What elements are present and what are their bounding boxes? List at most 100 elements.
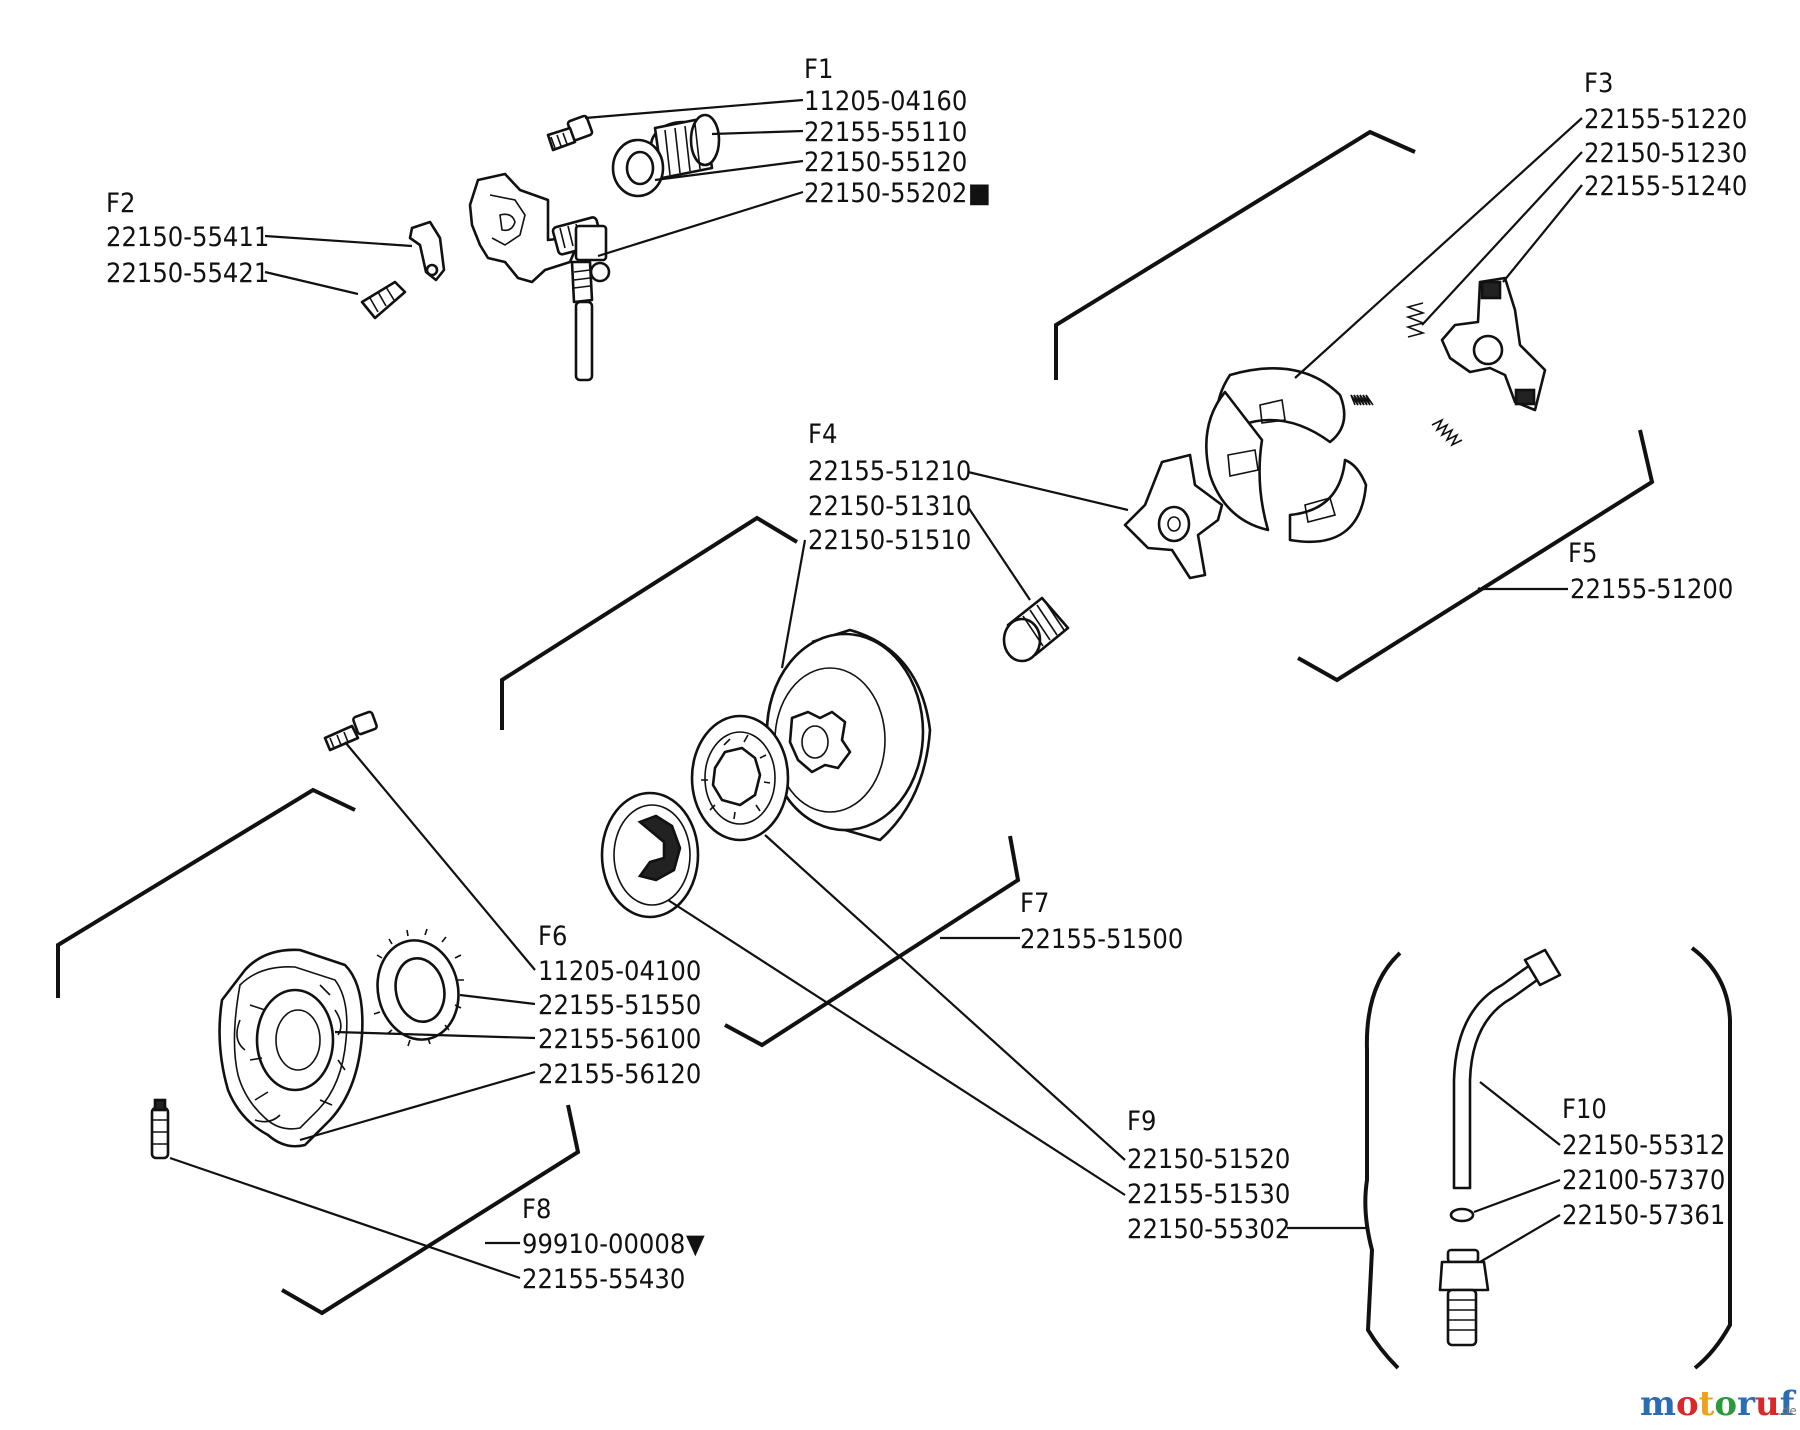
clutch-drum-drawing (765, 628, 932, 842)
leader-22155-51530 (667, 899, 1126, 1196)
part-number-22150-55312: 22150-55312 (1562, 1130, 1725, 1161)
part-number-22150-55120: 22150-55120 (804, 147, 967, 178)
part-number-22150-51230: 22150-51230 (1584, 138, 1747, 169)
bar-nut-drawing (150, 1098, 170, 1160)
leader-22155-51240 (1502, 184, 1583, 283)
watermark-letter: o (1714, 1384, 1737, 1424)
triangle-marker: ▼ (686, 1229, 705, 1260)
watermark-text: motoruf (1640, 1384, 1797, 1424)
watermark-letter: o (1676, 1384, 1699, 1424)
screw-f6-drawing (323, 710, 378, 752)
part-number-22155-51200: 22155-51200 (1570, 574, 1733, 605)
leader-11205-04160 (584, 98, 804, 120)
screw-f1-drawing (546, 114, 594, 152)
clutch-arm-drawing (1440, 276, 1547, 412)
group-label-f10: F10 (1562, 1094, 1607, 1125)
watermark-letter: f (1780, 1384, 1797, 1424)
rim-sprocket-drawing (690, 714, 790, 842)
leader-22150-51510 (780, 539, 807, 669)
part-number-22155-55110: 22155-55110 (804, 117, 967, 148)
part-number-22155-56120: 22155-56120 (538, 1059, 701, 1090)
part-number-22155-51500: 22155-51500 (1020, 924, 1183, 955)
seal-ring-drawing (611, 138, 665, 198)
leader-22155-56100 (334, 1030, 536, 1040)
part-number-22155-51220: 22155-51220 (1584, 104, 1747, 135)
leader-22155-51220 (1294, 117, 1583, 379)
watermark-letter: t (1699, 1384, 1715, 1424)
part-number-99910-00008: 99910-00008 (522, 1229, 685, 1260)
leader-22150-51230 (1421, 151, 1583, 326)
motoruf-watermark: motoruf .de (1640, 1384, 1797, 1424)
watermark-letter: r (1737, 1384, 1756, 1424)
watermark-suffix: .de (1778, 1404, 1797, 1418)
bracket-f10-right (1690, 946, 1732, 1370)
bracket-f8-top (56, 787, 356, 998)
leader-22155-55430 (169, 1156, 521, 1280)
leader-22150-55421 (264, 270, 359, 296)
sprocket-cover-drawing (218, 948, 364, 1148)
part-number-22100-57370: 22100-57370 (1562, 1165, 1725, 1196)
clutch-shoe-right-drawing (1288, 458, 1368, 544)
group-label-f8: F8 (522, 1194, 551, 1225)
part-number-22155-51210: 22155-51210 (808, 456, 971, 487)
part-number-22150-51510: 22150-51510 (808, 525, 971, 556)
leader-22155-51210 (967, 470, 1129, 512)
lever-f2-drawing (408, 220, 446, 282)
worm-gear-drawing (649, 113, 721, 180)
watermark-letter: m (1640, 1384, 1676, 1424)
part-number-11205-04100: 11205-04100 (538, 956, 701, 987)
leader-22150-55202 (597, 190, 804, 258)
oil-pump-drawing (468, 172, 611, 382)
part-number-22155-51550: 22155-51550 (538, 990, 701, 1021)
group-label-f7: F7 (1020, 888, 1049, 919)
oil-filter-drawing (1438, 1248, 1490, 1347)
leader-lines (169, 98, 1583, 1280)
part-number-22150-55202: 22150-55202 (804, 178, 967, 209)
group-label-f2: F2 (106, 188, 135, 219)
leader-22155-56120 (299, 1070, 536, 1142)
leader-22150-55411 (264, 234, 413, 248)
leader-22150-51520 (764, 834, 1126, 1161)
part-number-22155-55430: 22155-55430 (522, 1264, 685, 1295)
spring-mid-drawing (1350, 394, 1374, 406)
group-label-f5: F5 (1568, 538, 1597, 569)
watermark-letter: u (1755, 1384, 1780, 1424)
part-number-22150-55411: 22150-55411 (106, 222, 269, 253)
o-ring-drawing (1449, 1207, 1475, 1223)
part-number-22150-55302: 22150-55302 (1127, 1214, 1290, 1245)
part-drawings (150, 113, 1562, 1347)
needle-bearing-drawing (1002, 596, 1070, 663)
leader-22155-51550 (459, 993, 536, 1006)
group-label-f4: F4 (808, 419, 837, 450)
clutch-shoe-left-drawing (1205, 390, 1270, 532)
bracket-f5-bottom (1297, 429, 1655, 683)
group-label-f3: F3 (1584, 68, 1613, 99)
part-number-22150-51520: 22150-51520 (1127, 1144, 1290, 1175)
leader-22100-57370 (1473, 1178, 1561, 1214)
part-number-22155-56100: 22155-56100 (538, 1024, 701, 1055)
part-number-22150-57361: 22150-57361 (1562, 1200, 1725, 1231)
seal-washer-drawing (373, 928, 464, 1047)
leader-22150-51310 (967, 506, 1031, 601)
nipple-f2-drawing (360, 280, 407, 320)
washer-drawing (600, 791, 700, 919)
group-label-f1: F1 (804, 54, 833, 85)
part-number-22155-51240: 22155-51240 (1584, 171, 1747, 202)
part-number-22150-51310: 22150-51310 (808, 491, 971, 522)
leader-22150-57361 (1479, 1214, 1561, 1263)
clutch-hub-drawing (1123, 453, 1224, 580)
spring-f3-drawing (1405, 302, 1426, 338)
leader-22150-55120 (654, 159, 804, 182)
bracket-f5-top (1054, 129, 1416, 380)
bracket-f10-left (1363, 951, 1402, 1370)
labels: F1 11205-04160 22155-55110 22150-55120 2… (106, 54, 1747, 1295)
bracket-f8-bottom (281, 1104, 581, 1316)
group-label-f6: F6 (538, 921, 567, 952)
part-number-11205-04160: 11205-04160 (804, 86, 967, 117)
oil-hose-drawing (1452, 948, 1562, 1190)
group-label-f9: F9 (1127, 1106, 1156, 1137)
assembly-brackets (56, 129, 1732, 1370)
leader-22150-55312 (1479, 1081, 1561, 1146)
spring-low-drawing (1431, 418, 1463, 447)
